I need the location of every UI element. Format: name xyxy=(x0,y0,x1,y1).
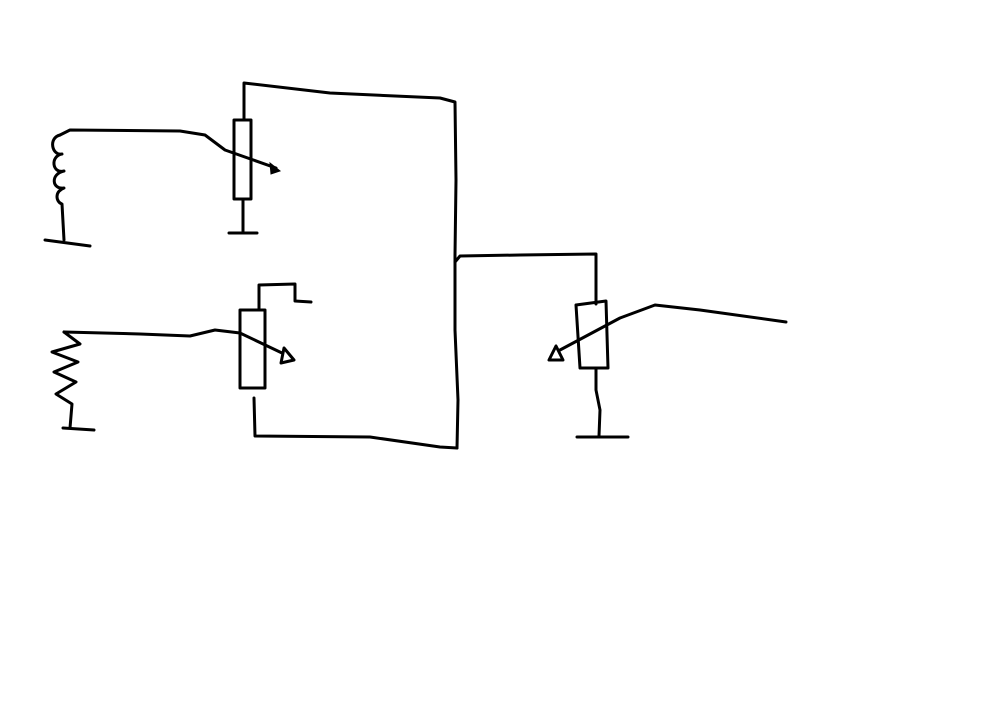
branch-wire-right xyxy=(453,252,598,306)
potentiometer-right-lead xyxy=(594,366,602,438)
wiper-arrow-middle xyxy=(279,346,296,365)
potentiometer-middle-body xyxy=(238,308,267,390)
potentiometer-right-body xyxy=(574,299,610,370)
inductor-coil xyxy=(43,133,92,248)
potentiometer-right xyxy=(547,299,788,439)
wiper-arrow-right xyxy=(547,344,565,362)
resistor-zigzag-body xyxy=(50,330,82,430)
wiper-wire-middle xyxy=(62,328,284,355)
wiper-wire-right xyxy=(558,303,788,352)
wiper-arrow-top xyxy=(269,161,282,175)
potentiometer-top xyxy=(58,118,282,235)
potentiometer-middle xyxy=(62,282,459,450)
resistor-zigzag xyxy=(50,330,96,432)
top-wire-loop xyxy=(242,81,460,450)
ground-symbol-resistor xyxy=(61,426,96,432)
potentiometer-middle-top-lead xyxy=(257,282,313,312)
bottom-wire-to-bus xyxy=(252,396,459,450)
wiper-wire-top xyxy=(58,128,278,170)
inductor-coil-winding xyxy=(51,133,66,242)
ground-symbol-inductor xyxy=(43,238,92,248)
branch-wire-to-right-pot xyxy=(453,252,598,306)
